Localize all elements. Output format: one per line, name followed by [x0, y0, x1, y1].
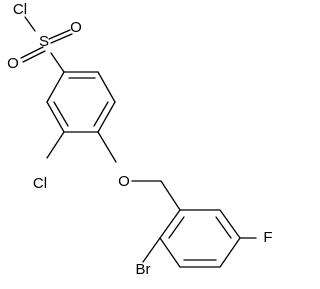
bond-cl-s — [24, 16, 36, 32]
atom-label-o-top: O — [70, 19, 82, 36]
ring1-bond-6 — [46, 71, 65, 103]
atom-label-cl-sulfonyl: Cl — [13, 1, 27, 18]
bond-s-ring — [50, 52, 65, 73]
bond-s-o-bottom-a — [20, 46, 44, 59]
bond-ring2-br — [142, 237, 161, 263]
atom-labels: Cl S O O Cl O Br F — [7, 1, 272, 278]
atom-label-o-ether: O — [118, 173, 130, 190]
ring2-bond-5 — [159, 237, 181, 268]
bond-ring-cl — [46, 131, 65, 159]
ring1-bond-2 — [97, 71, 116, 103]
ring2-bond-6 — [159, 209, 181, 239]
chemical-structure-diagram: Cl S O O Cl O Br F — [7, 1, 272, 278]
ring1-bond-5 — [46, 101, 65, 133]
bond-ch2-ring2 — [160, 180, 181, 211]
bond-s-o-top-a — [48, 29, 71, 40]
atom-label-br: Br — [136, 261, 151, 278]
bonds — [20, 16, 257, 268]
atom-label-f: F — [263, 229, 272, 246]
atom-label-o-bottom: O — [7, 55, 19, 72]
atom-label-s: S — [39, 33, 49, 50]
ring2-bond-3 — [219, 237, 241, 268]
ring1-bond-3 — [97, 101, 116, 133]
ring1-bond-5-inner — [53, 101, 69, 127]
bond-ring-o-ether — [97, 131, 117, 163]
ring2-bond-2-inner — [215, 216, 232, 239]
bond-s-o-top-b — [50, 33, 73, 44]
ring2-bond-2 — [219, 209, 241, 239]
ring1-bond-3-inner — [93, 101, 109, 127]
atom-label-cl-ring: Cl — [33, 175, 47, 192]
ring2-bond-6-inner — [168, 216, 185, 239]
bond-s-o-bottom-b — [22, 50, 46, 63]
